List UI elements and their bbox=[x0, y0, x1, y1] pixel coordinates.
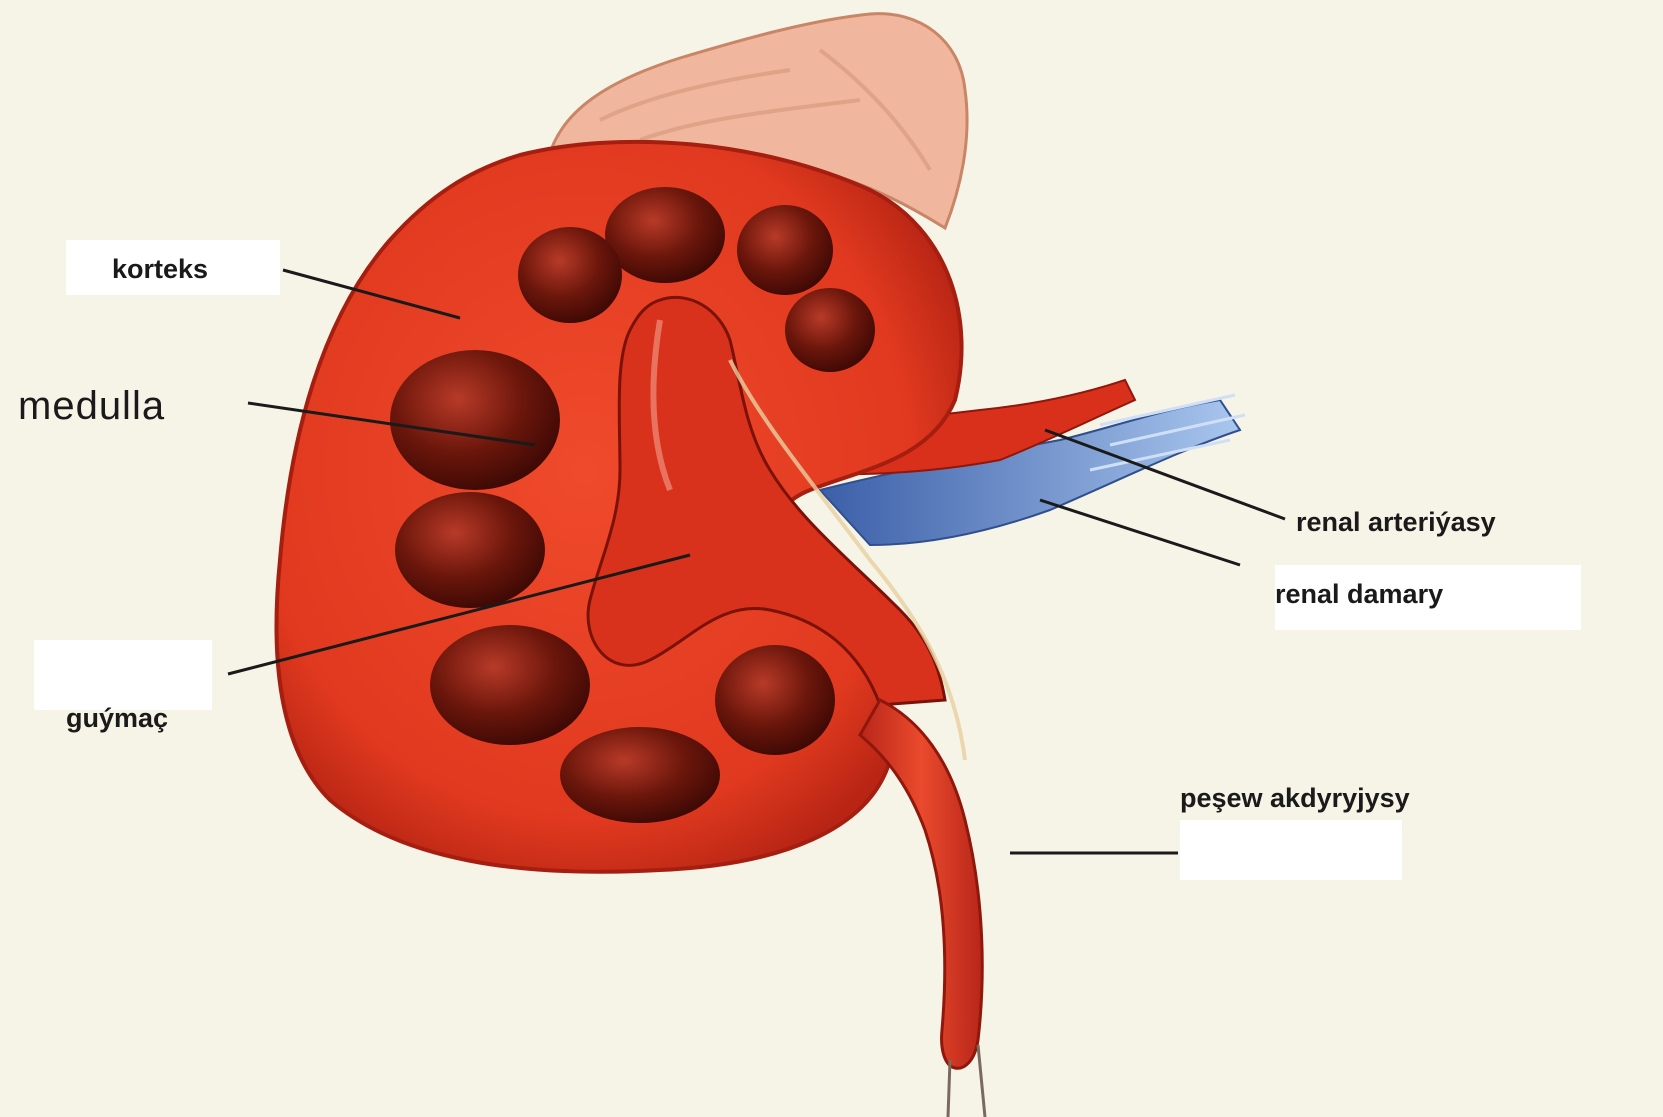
label-patch bbox=[1180, 820, 1402, 880]
pyramid bbox=[737, 205, 833, 295]
leader-renal-damary bbox=[1040, 500, 1240, 565]
pyramid bbox=[395, 492, 545, 608]
label-guymac: guýmaç bbox=[66, 705, 168, 732]
pyramid bbox=[390, 350, 560, 490]
pyramid bbox=[715, 645, 835, 755]
pyramid bbox=[785, 288, 875, 372]
label-medulla: medulla bbox=[18, 386, 165, 426]
label-patch bbox=[34, 640, 212, 710]
label-renal-arteriyasy: renal arteriýasy bbox=[1296, 509, 1496, 536]
label-pesew-akdyryjysy: peşew akdyryjysy bbox=[1180, 785, 1410, 812]
pyramid bbox=[430, 625, 590, 745]
label-korteks: korteks bbox=[112, 256, 208, 283]
pyramid bbox=[560, 727, 720, 823]
pyramid bbox=[605, 187, 725, 283]
pyramid bbox=[518, 227, 622, 323]
label-renal-damary: renal damary bbox=[1275, 581, 1443, 608]
